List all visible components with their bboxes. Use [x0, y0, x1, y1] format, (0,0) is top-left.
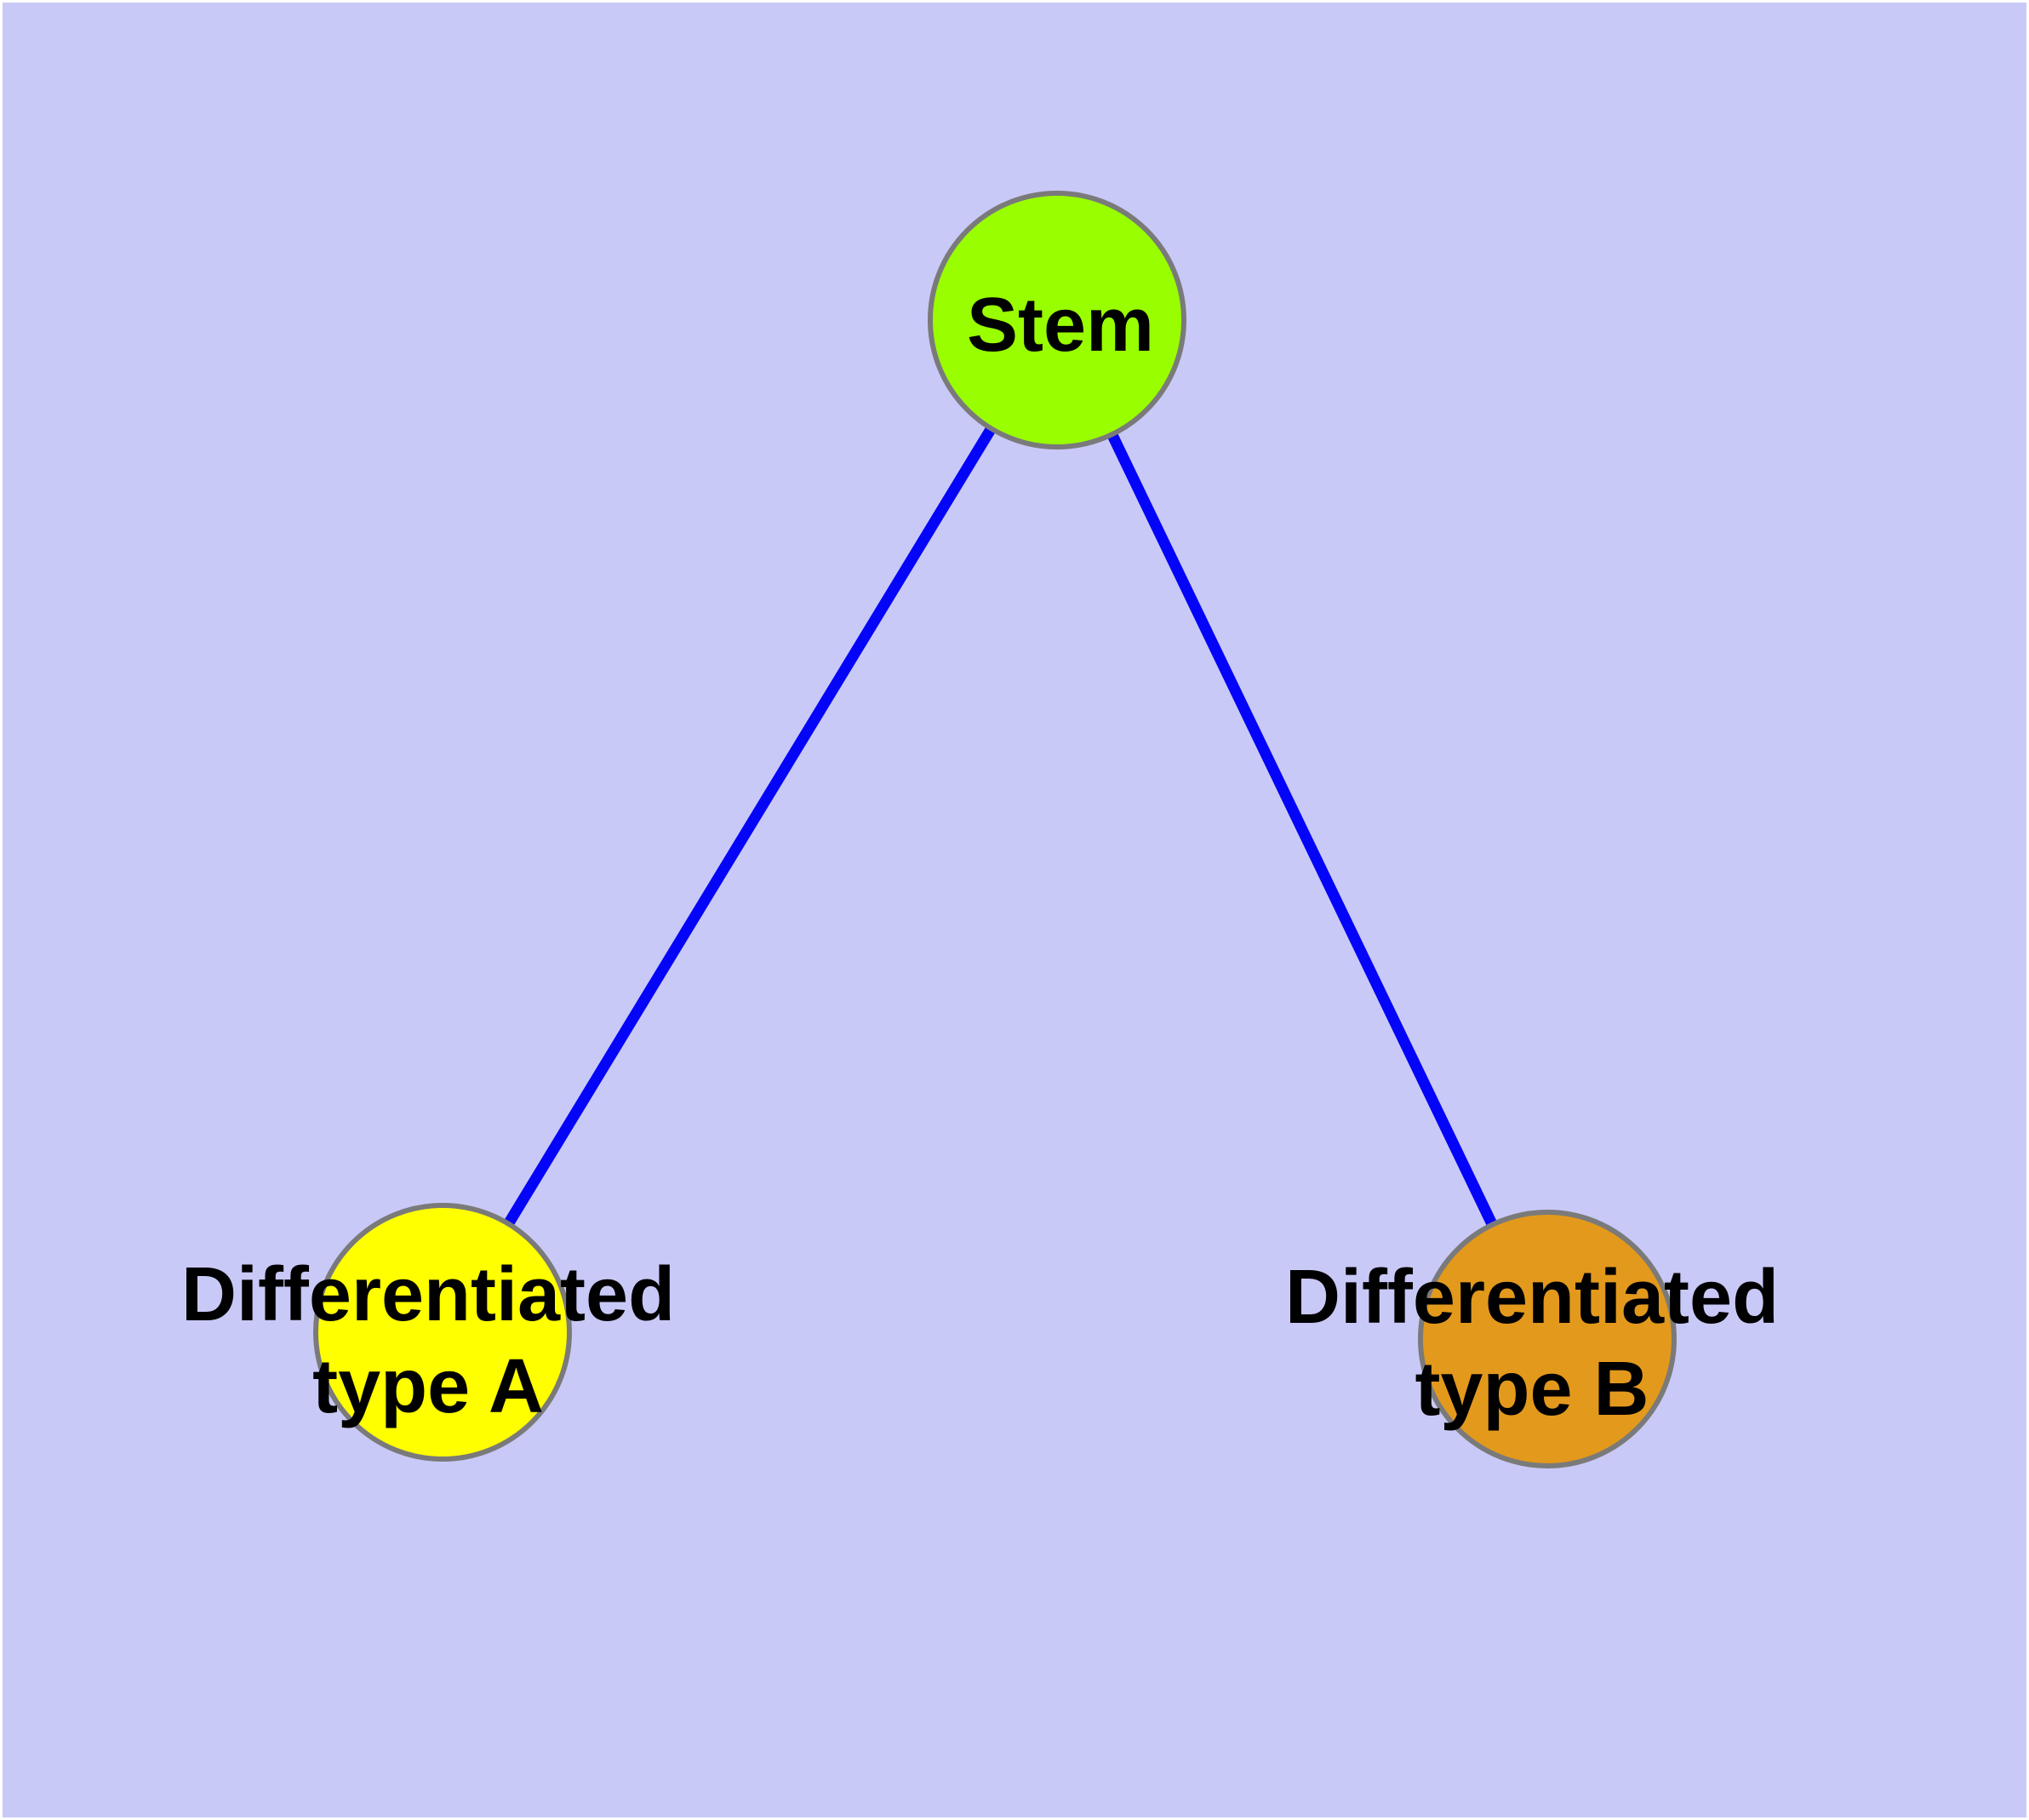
node-type-a-label-line1: Differentiated [180, 1252, 676, 1337]
node-type-b-label-line1: Differentiated [1284, 1255, 1780, 1340]
node-type-b-label: Differentiated type B [1285, 1251, 1779, 1435]
node-type-b-label-line2: type B [1415, 1347, 1649, 1432]
edges-layer [437, 317, 1552, 1342]
edge-stem-to-type-a-line [437, 317, 1062, 1336]
node-stem-circle [928, 191, 1186, 449]
diagram-canvas: Stem Differentiated type A Differentiate… [3, 3, 2026, 1817]
node-stem-label-text: Stem [966, 283, 1155, 368]
node-type-a-circle [313, 1203, 572, 1462]
edge-stem-to-type-b-line [1052, 318, 1552, 1342]
node-stem-label: Stem [967, 283, 1154, 368]
node-type-a-label-line2: type A [312, 1344, 544, 1429]
node-type-a-label: Differentiated type A [181, 1249, 675, 1433]
node-type-b-circle [1418, 1210, 1677, 1468]
